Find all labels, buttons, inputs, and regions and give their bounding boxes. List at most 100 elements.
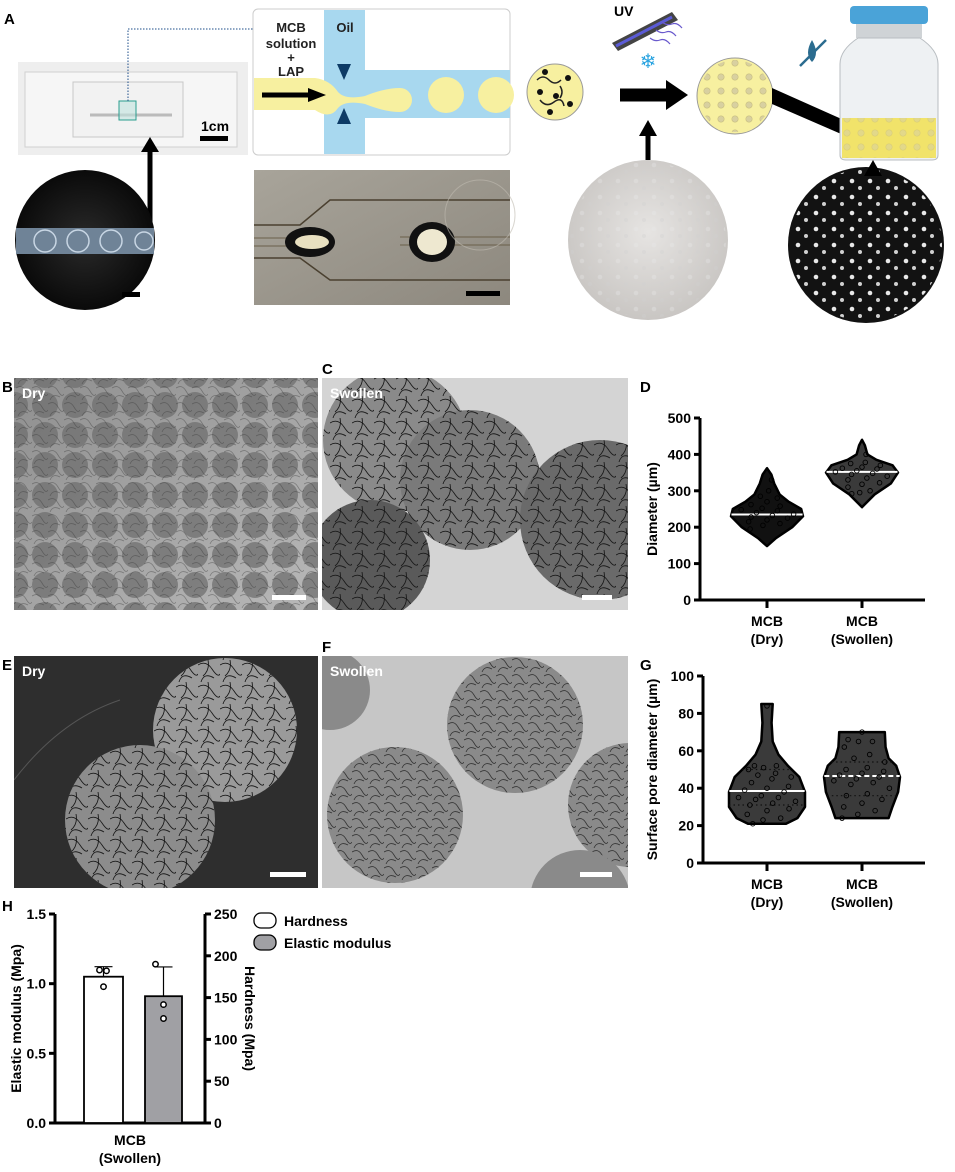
data-point [748,501,754,508]
data-point [831,777,837,784]
data-point [96,966,103,974]
panel-label-f: F [322,639,331,656]
diagram-label-mcb: MCB [276,20,306,35]
data-point [738,506,744,513]
legend-swatch [253,934,277,951]
data-point [841,804,847,810]
data-point [772,770,779,776]
scale-bar [466,291,500,296]
data-point [773,763,780,769]
data-point [855,811,861,818]
data-point [836,772,843,778]
microfluidic-chip-photo [18,62,248,155]
data-point [759,505,765,512]
data-point [859,800,865,806]
y-tick-label-right: 50 [214,1073,230,1089]
microgel-array-photo [568,160,728,320]
data-point [845,477,851,483]
y-tick-label: 300 [668,483,692,499]
data-point [874,466,880,472]
data-point [764,703,770,709]
data-point [832,469,839,475]
x-tick-label: (Swollen) [99,1150,161,1166]
data-point [745,518,752,525]
data-point [764,498,770,505]
data-point [758,792,765,799]
scale-bar [270,872,306,877]
dried-microgels-photo [788,167,944,323]
y-axis-label: Diameter (µm) [644,462,660,556]
data-point [748,779,755,786]
data-point [876,480,883,486]
data-point [760,817,766,823]
y-tick-label: 100 [668,556,692,572]
data-point [877,462,884,469]
data-point [866,751,873,758]
legend-label: Hardness [284,913,348,929]
legend-swatch [253,912,277,929]
y-tick-label: 20 [678,818,694,834]
panel-label-e: E [2,657,12,674]
data-point [792,798,799,805]
data-point [848,471,855,478]
panel-label-g: G [640,657,652,674]
data-point [788,774,794,780]
panel-label-b: B [2,379,13,396]
y-tick-label: 100 [671,668,695,684]
data-point [764,785,770,791]
uv-label: UV [614,3,634,19]
y-tick-label: 200 [668,519,692,535]
data-point [152,960,159,968]
bar-hardness [83,975,124,1124]
data-point [864,791,871,797]
image-caption-swollen: Swollen [330,385,383,401]
data-point [745,766,752,773]
image-caption-dry: Dry [22,385,46,401]
data-point [845,736,851,743]
diagram-label-plus: + [287,50,295,65]
crosslinked-microgel-icon [696,57,774,135]
legend-label: Elastic modulus [284,935,392,951]
x-tick-label: (Swollen) [831,631,893,647]
hydrogel-precursor-icon [526,63,584,121]
data-point [862,459,869,466]
scale-bar [200,136,228,141]
scale-bar-label: 1cm [201,118,229,134]
data-point [735,794,742,801]
y-tick-label: 40 [678,780,694,796]
image-caption-swollen: Swollen [330,663,383,679]
channel-droplets-photo [15,170,155,310]
data-point [769,776,775,782]
image-caption-dry: Dry [22,663,46,679]
data-point [847,460,854,467]
diagram-label-oil: Oil [336,20,353,35]
violin-1 [824,438,900,509]
data-point [747,526,753,532]
x-tick-label: (Dry) [751,894,784,910]
y-axis-label: Surface pore diameter (µm) [644,679,660,861]
x-tick-label: MCB [114,1132,146,1148]
data-point [867,488,873,494]
data-point [748,514,754,520]
data-point [869,470,876,477]
scale-bar [580,872,612,877]
scale-bar [582,595,612,600]
data-point [764,807,770,814]
x-tick-label: (Dry) [751,631,784,647]
data-point [845,484,851,490]
data-point [864,764,870,771]
data-point [869,738,876,745]
data-point [777,503,783,509]
scale-bar [122,292,140,297]
data-point [100,983,107,991]
data-point [757,493,764,500]
swollen-microgels-optical-image [322,378,628,610]
data-point [764,517,770,523]
data-point [777,815,784,821]
data-point [775,794,782,801]
zoom-cone [772,88,855,140]
data-point [760,764,767,771]
data-point [853,776,860,782]
panel-label-c: C [322,361,333,378]
